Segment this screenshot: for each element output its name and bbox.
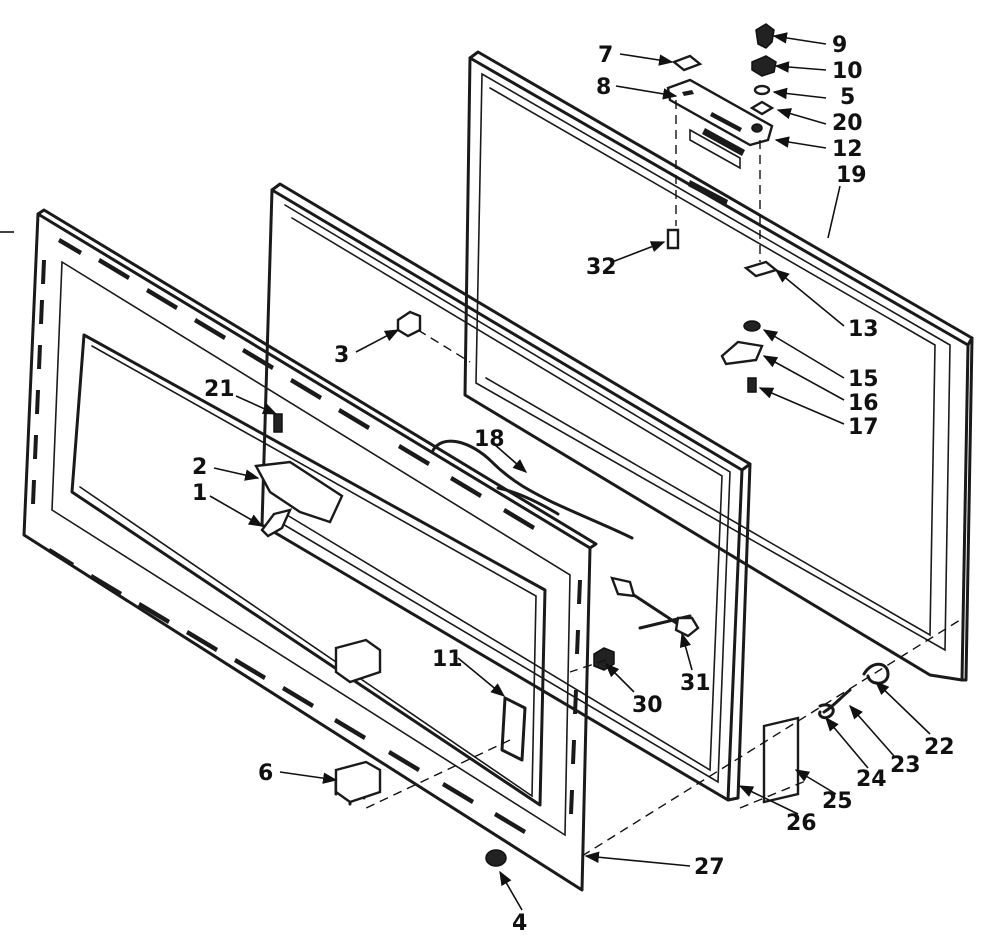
part-17-screw — [747, 377, 757, 393]
part-16-latch — [720, 340, 764, 366]
callout-11: 11 — [432, 647, 463, 672]
part-5-washer — [753, 84, 771, 96]
callout-21: 21 — [204, 377, 235, 402]
part-4-grommet — [485, 849, 507, 867]
callout-12: 12 — [832, 137, 863, 162]
alignment-lines — [361, 100, 961, 857]
callout-18: 18 — [474, 427, 505, 452]
part-3-bumper — [396, 310, 422, 338]
callout-9: 9 — [832, 33, 847, 58]
part-1-actuator — [260, 508, 293, 538]
part-10-nut — [751, 55, 777, 77]
part-24-hook — [818, 703, 835, 720]
part-8-hinge-plate — [666, 78, 774, 147]
part-22-spring — [862, 662, 890, 685]
callout-2: 2 — [192, 455, 207, 480]
callout-22: 22 — [924, 735, 955, 760]
callout-1: 1 — [192, 481, 207, 506]
callout-15: 15 — [848, 367, 879, 392]
part-9-screw — [755, 23, 775, 49]
callout-leaders — [0, 32, 931, 911]
part-31-rod — [610, 576, 700, 638]
callout-10: 10 — [832, 59, 863, 84]
part-13-bracket — [743, 260, 779, 278]
part-18-spring — [430, 439, 634, 540]
part-25-plate — [762, 716, 800, 804]
callout-4: 4 — [512, 911, 527, 936]
part-20-spacer — [749, 100, 775, 116]
part-30-plug — [593, 647, 615, 671]
callout-30: 30 — [632, 693, 663, 718]
part-21-screw — [273, 413, 283, 433]
front-panel-slots — [31, 238, 582, 834]
part-7-cap — [671, 54, 703, 72]
callout-23: 23 — [890, 753, 921, 778]
callout-25: 25 — [822, 789, 853, 814]
callout-16: 16 — [848, 391, 879, 416]
callout-5: 5 — [840, 85, 855, 110]
callout-32: 32 — [586, 255, 617, 280]
part-2-handle-bracket — [254, 460, 344, 524]
part-6-switch — [334, 638, 382, 806]
door-front-panel — [22, 208, 598, 892]
callout-24: 24 — [856, 767, 887, 792]
part-23-clip — [822, 688, 852, 714]
callout-3: 3 — [334, 343, 349, 368]
callout-26: 26 — [786, 811, 817, 836]
callout-31: 31 — [680, 671, 711, 696]
callout-7: 7 — [598, 43, 613, 68]
callout-13: 13 — [848, 317, 879, 342]
part-15-washer — [743, 320, 761, 332]
door-back-frame — [463, 50, 974, 682]
callout-6: 6 — [258, 761, 273, 786]
callout-labels: 9 10 5 20 12 19 7 8 32 13 15 16 17 3 21 … — [192, 33, 955, 936]
callout-17: 17 — [848, 415, 879, 440]
part-32-pin — [666, 228, 680, 250]
callout-8: 8 — [596, 75, 611, 100]
callout-19: 19 — [836, 163, 867, 188]
callout-27: 27 — [694, 855, 725, 880]
callout-20: 20 — [832, 111, 863, 136]
